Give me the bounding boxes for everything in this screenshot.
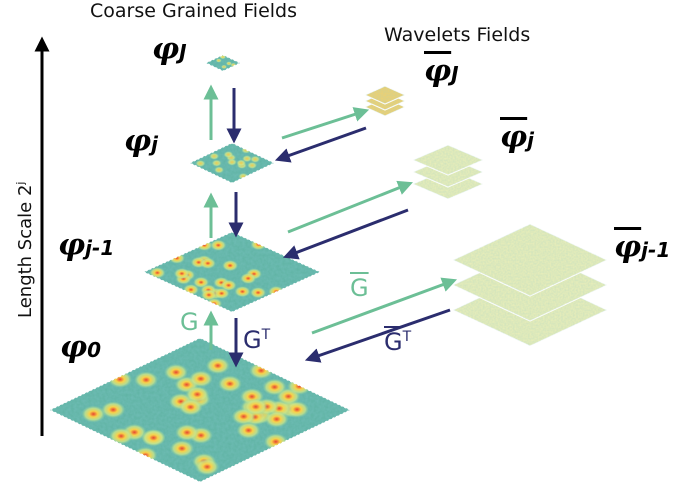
field-phi-j-1 bbox=[142, 231, 322, 313]
length-scale-label: Length Scale 2j bbox=[14, 182, 36, 318]
label-phi-j: φj bbox=[124, 124, 158, 159]
label-wbar-j-1: φj-1 bbox=[614, 230, 670, 265]
wavelets-fields-title: Wavelets Fields bbox=[384, 24, 531, 46]
wbar-j-1-sub: j-1 bbox=[641, 238, 671, 262]
wbar-J-sub: J bbox=[451, 62, 459, 86]
label-wbar-j: φj bbox=[500, 120, 534, 155]
length-scale-exponent: j bbox=[14, 181, 27, 185]
operator-GbarT-base: G bbox=[384, 328, 403, 356]
arrow-wavelet-down-J bbox=[274, 126, 367, 163]
operator-GT-sup: T bbox=[261, 327, 271, 343]
arrow-wavelet-down-j bbox=[282, 208, 409, 260]
arrow-wavelet-up-j-1 bbox=[311, 277, 458, 335]
wavelet-field-J bbox=[363, 85, 407, 117]
phi-j-sub: j bbox=[151, 132, 159, 156]
wbar-j-symbol: φ bbox=[500, 120, 528, 155]
label-phi-j-1: φj-1 bbox=[58, 228, 114, 263]
phi-j-1-symbol: φ bbox=[58, 228, 86, 263]
phi-0-symbol: φ bbox=[60, 330, 88, 365]
length-scale-text: Length Scale 2 bbox=[15, 184, 36, 318]
phi-j-1-sub: j-1 bbox=[85, 236, 115, 260]
label-wbar-J: φJ bbox=[424, 54, 459, 89]
operator-GbarT-sup: T bbox=[402, 329, 412, 345]
label-phi-J: φJ bbox=[152, 32, 187, 67]
arrow-wavelet-down-j-1 bbox=[304, 308, 451, 363]
wavelet-field-j bbox=[411, 144, 485, 200]
field-phi-j bbox=[188, 142, 276, 184]
field-phi-J bbox=[204, 54, 242, 72]
wbar-J-symbol: φ bbox=[424, 54, 452, 89]
wbar-j-1-symbol: φ bbox=[614, 230, 642, 265]
operator-GT-base: G bbox=[243, 326, 262, 354]
wavelet-field-j-1 bbox=[451, 223, 609, 347]
label-phi-0: φ0 bbox=[60, 330, 101, 365]
phi-j-symbol: φ bbox=[124, 124, 152, 159]
operator-GT: GT bbox=[243, 326, 270, 354]
arrow-wavelet-up-j bbox=[287, 180, 413, 234]
wbar-j-sub: j bbox=[527, 128, 535, 152]
operator-G: G bbox=[180, 308, 199, 336]
operator-GbarT: GT bbox=[384, 328, 411, 356]
arrow-wavelet-up-J bbox=[281, 107, 370, 140]
phi-0-sub: 0 bbox=[87, 338, 102, 362]
phi-J-sub: J bbox=[179, 40, 187, 64]
coarse-fields-title: Coarse Grained Fields bbox=[90, 0, 298, 22]
operator-Gbar: G bbox=[350, 274, 369, 302]
phi-J-symbol: φ bbox=[152, 32, 180, 67]
